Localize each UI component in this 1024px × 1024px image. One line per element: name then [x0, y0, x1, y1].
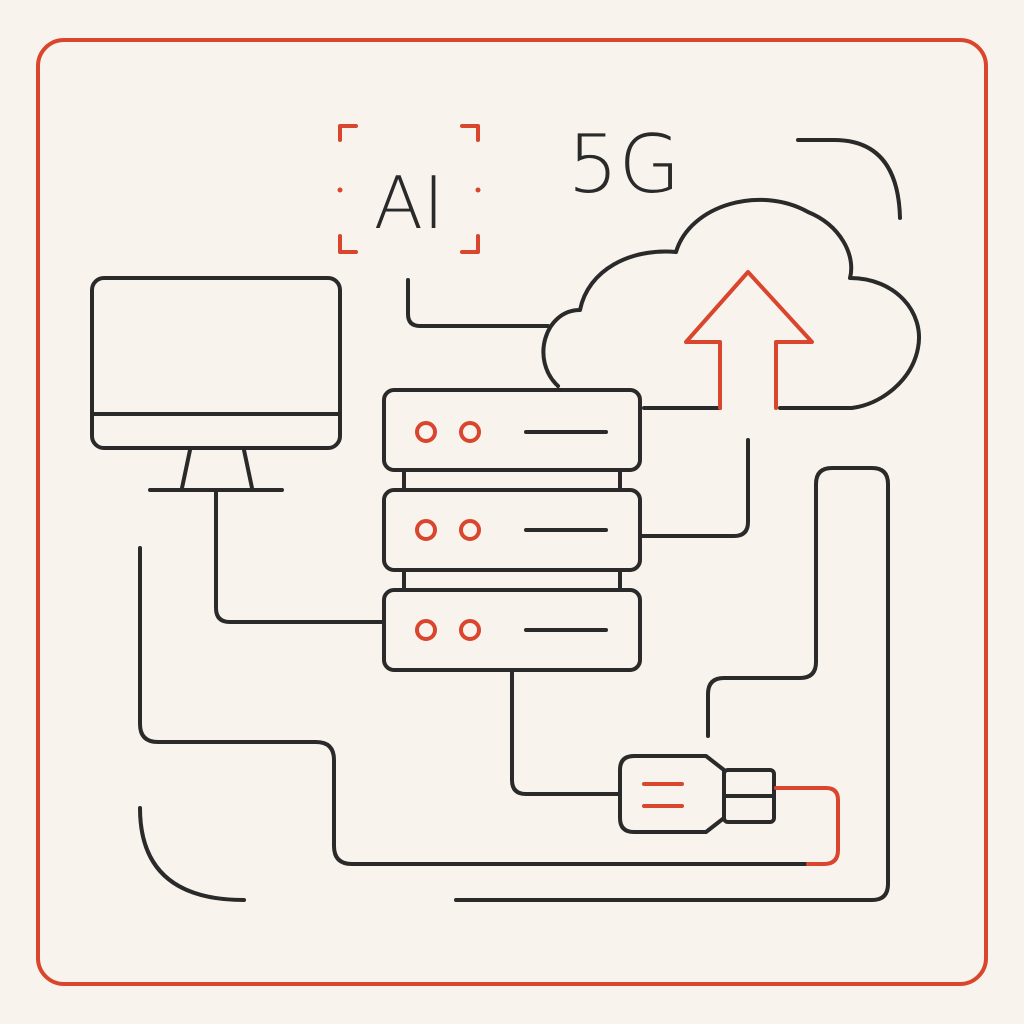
usb-plug-icon [618, 754, 776, 834]
server-unit [382, 488, 642, 572]
5g-label: 5G [568, 118, 681, 211]
server-unit [382, 388, 642, 472]
signal-arc-icon [796, 138, 902, 220]
ai-label: AI [374, 161, 445, 245]
connection-lines [138, 278, 890, 902]
outer-frame [36, 38, 988, 986]
server-rack-icon [382, 388, 642, 672]
ai-chip-icon: AI [337, 124, 481, 254]
monitor-icon [90, 276, 342, 492]
cloud-upload-icon [541, 197, 921, 410]
server-unit [382, 588, 642, 672]
